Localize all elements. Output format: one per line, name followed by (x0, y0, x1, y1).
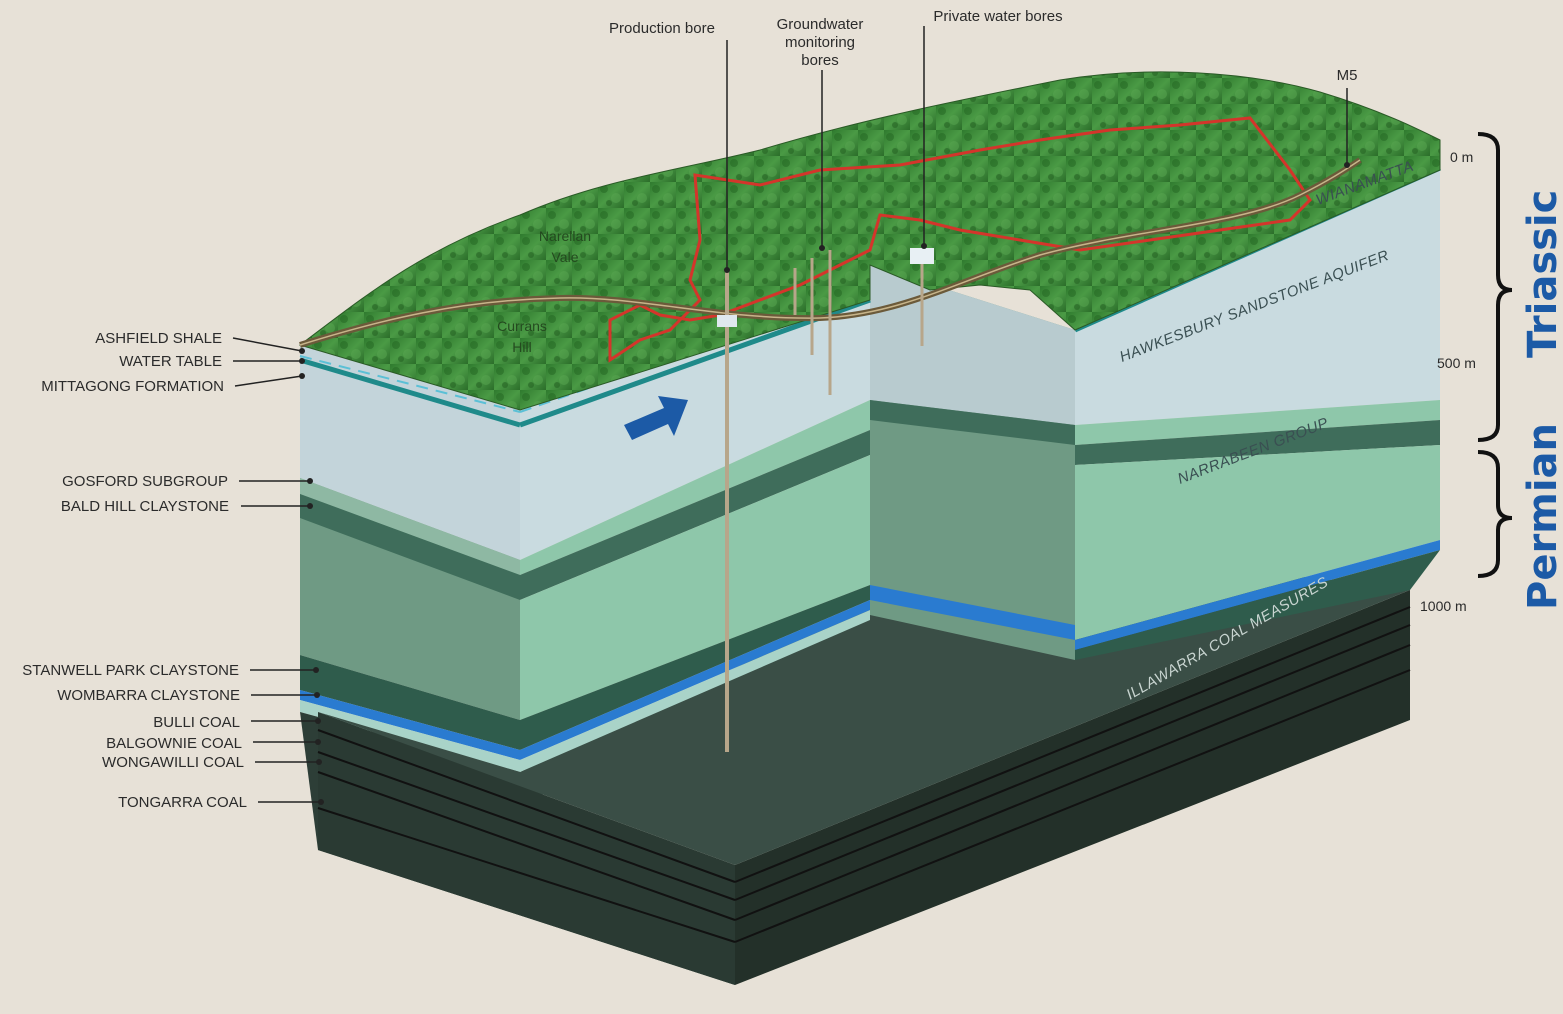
label-ashfield-shale: ASHFIELD SHALE (95, 330, 222, 347)
m5-label: M5 (1337, 67, 1358, 84)
monitoring-bores-label-3: bores (801, 52, 839, 69)
label-balgownie-coal: BALGOWNIE COAL (106, 735, 242, 752)
monitoring-bores-label-2: monitoring (785, 34, 855, 51)
depth-1000m: 1000 m (1420, 598, 1467, 614)
depth-500m: 500 m (1437, 355, 1476, 371)
permian-label: Permian (1520, 423, 1563, 610)
label-wongawilli-coal: WONGAWILLI COAL (102, 754, 244, 771)
callout-m5: M5 (1337, 67, 1358, 168)
label-water-table: WATER TABLE (119, 353, 222, 370)
period-brackets (1477, 132, 1513, 578)
label-stanwell-park-claystone: STANWELL PARK CLAYSTONE (22, 662, 239, 679)
label-tongarra-coal: TONGARRA COAL (118, 794, 247, 811)
callout-private-bores: Private water bores (921, 8, 1063, 249)
label-gosford-subgroup: GOSFORD SUBGROUP (62, 473, 228, 490)
monitoring-bores (793, 250, 832, 395)
depth-scale: 0 m 500 m 1000 m (1420, 149, 1476, 614)
production-bore-label: Production bore (609, 20, 715, 37)
project-boundary (608, 116, 1312, 363)
terrain-surface (298, 71, 1441, 411)
currans-hill-label-2: Hill (512, 339, 531, 355)
callout-monitoring-bores: Groundwater monitoring bores (777, 16, 864, 251)
depth-0m: 0 m (1450, 149, 1473, 165)
narellan-vale-label-1: Narellan (539, 228, 591, 244)
production-bore (717, 270, 737, 752)
m5-road (299, 157, 1362, 348)
strata-labels: ASHFIELD SHALE WATER TABLE MITTAGONG FOR… (22, 330, 324, 811)
triassic-label: Triassic (1520, 190, 1563, 358)
narellan-vale-label-2: Vale (552, 249, 579, 265)
private-bores-label: Private water bores (933, 8, 1062, 25)
groundwater-flow-arrow (624, 396, 688, 440)
monitoring-bores-label-1: Groundwater (777, 16, 864, 33)
label-bulli-coal: BULLI COAL (153, 714, 240, 731)
callout-production-bore: Production bore (609, 20, 730, 273)
currans-hill-label-1: Currans (497, 318, 547, 334)
label-mittagong-formation: MITTAGONG FORMATION (41, 378, 224, 395)
label-bald-hill-claystone: BALD HILL CLAYSTONE (61, 498, 229, 515)
private-water-bore (910, 248, 934, 346)
label-wombarra-claystone: WOMBARRA CLAYSTONE (57, 687, 240, 704)
